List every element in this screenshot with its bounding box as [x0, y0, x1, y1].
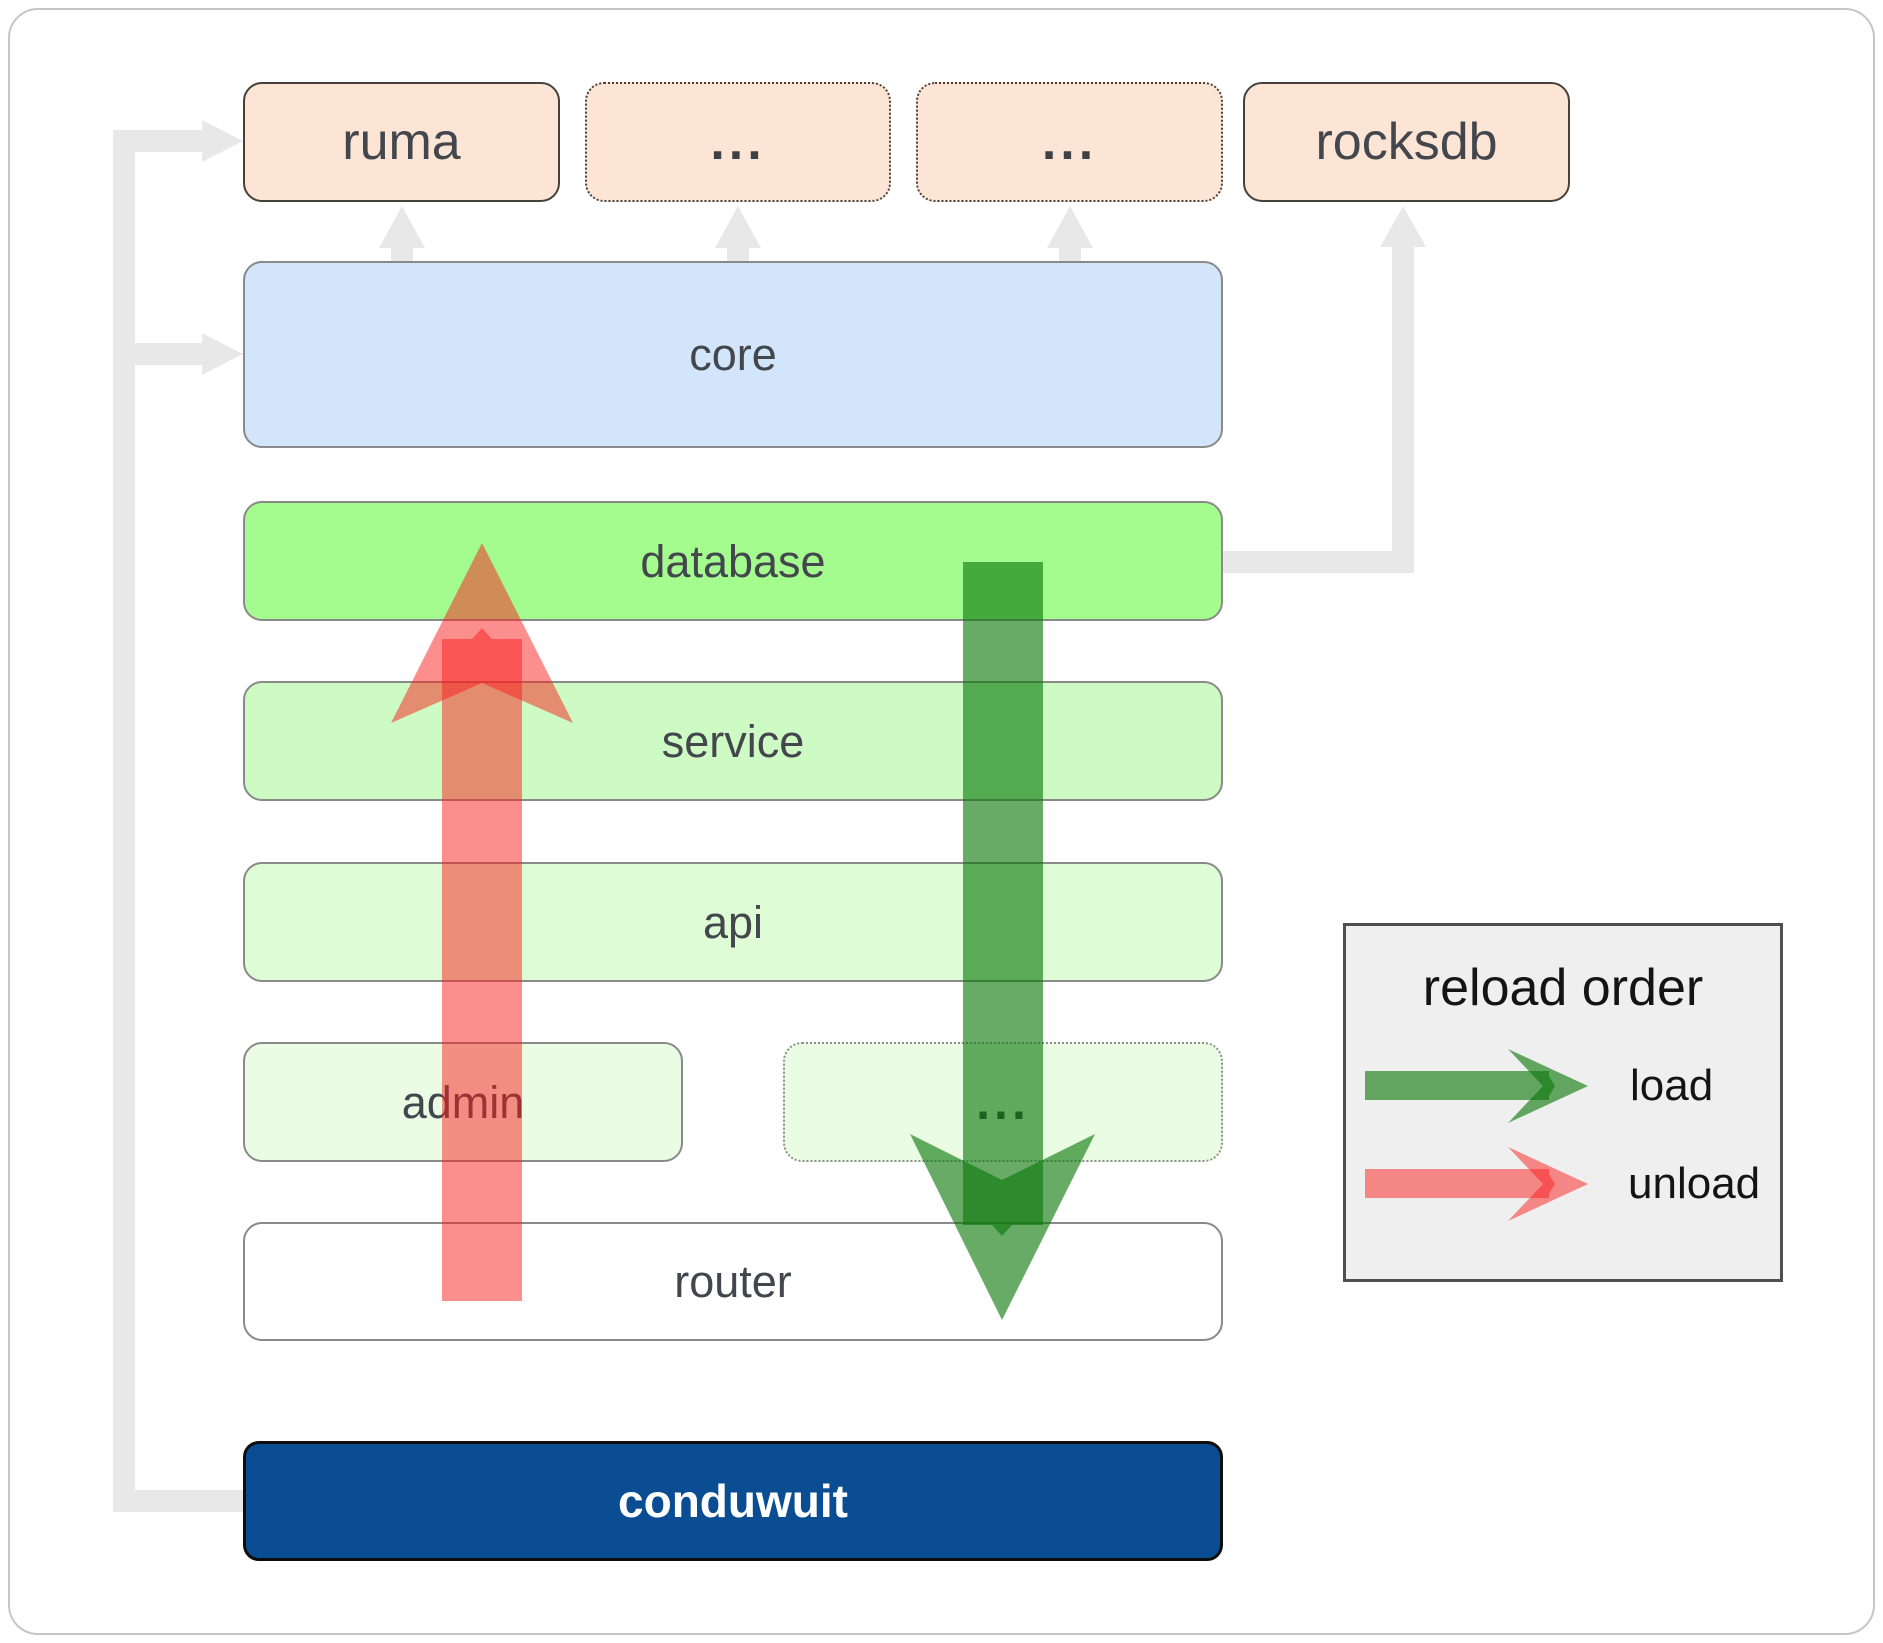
node-ellipsis-1: ... — [585, 82, 891, 202]
node-api: api — [243, 862, 1223, 982]
arrowhead-into-core-icon — [202, 333, 243, 375]
node-rocksdb: rocksdb — [1243, 82, 1570, 202]
node-admin: admin — [243, 1042, 683, 1162]
legend-load-label: load — [1630, 1061, 1714, 1110]
arrowhead-up-rocksdb-icon — [1380, 206, 1426, 247]
database-to-rocksdb-line — [1223, 246, 1414, 573]
legend-unload-arrow-icon — [1365, 1147, 1588, 1221]
arrowhead-up-ruma-icon — [379, 206, 425, 248]
legend: reload order load unload — [1343, 923, 1783, 1282]
node-router: router — [243, 1222, 1223, 1341]
node-core: core — [243, 261, 1223, 448]
legend-load-arrow-icon — [1365, 1049, 1588, 1123]
node-ellipsis-3: ... — [783, 1042, 1223, 1162]
node-ruma: ruma — [243, 82, 560, 202]
conduwuit-to-ruma-line — [113, 130, 246, 1512]
node-service: service — [243, 681, 1223, 801]
arrowhead-up-ellipsis2-icon — [1047, 206, 1093, 248]
legend-unload-label: unload — [1628, 1159, 1761, 1208]
arrowhead-up-ellipsis1-icon — [715, 206, 761, 248]
arrowhead-into-ruma-icon — [202, 120, 243, 162]
node-ellipsis-2: ... — [916, 82, 1223, 202]
node-database: database — [243, 501, 1223, 621]
legend-title: reload order — [1422, 959, 1704, 1017]
legend-arrows — [1365, 1049, 1588, 1221]
node-conduwuit: conduwuit — [243, 1441, 1223, 1561]
